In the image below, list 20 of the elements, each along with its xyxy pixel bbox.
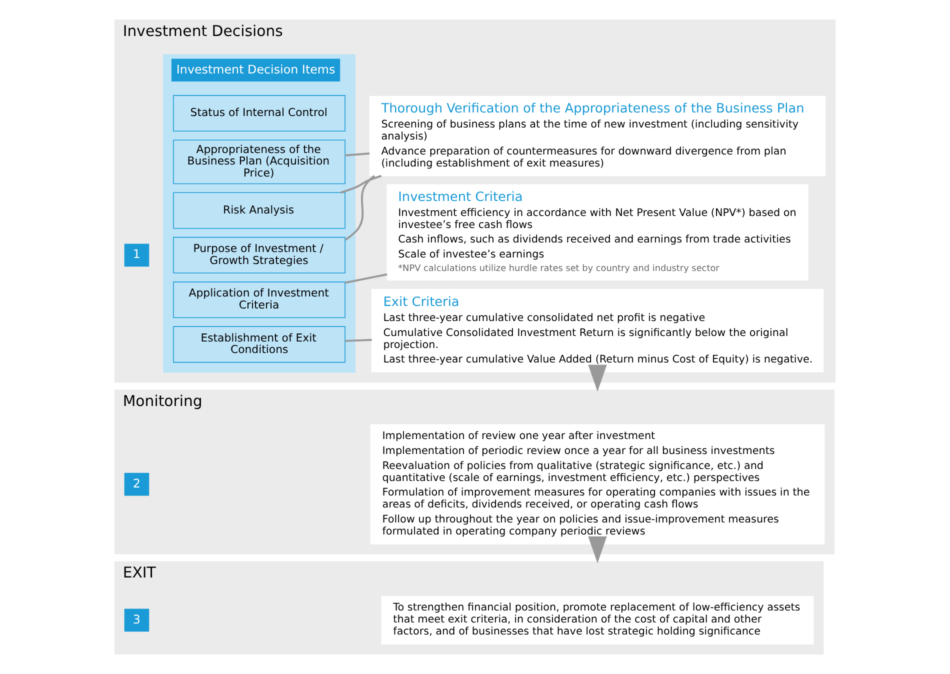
node-box: Risk Analysis bbox=[173, 192, 346, 229]
node-box: 1 bbox=[124, 244, 150, 267]
connector bbox=[344, 273, 388, 284]
node-box: Status of Internal Control bbox=[173, 95, 346, 132]
node-box: Appropriateness of the Business Plan (Acquisition Price) bbox=[173, 140, 346, 184]
arrow bbox=[588, 536, 607, 564]
connector bbox=[345, 152, 370, 156]
node-box: Application of Investment Criteria bbox=[173, 282, 346, 318]
connector bbox=[345, 338, 372, 342]
node-box: Thorough Verification of the Appropriateness of the Business Plan Screening of business plans at the time of new investment (including sensitivity analysis) Advance preparation of countermeasures for downward divergence from plan (including establishment of exit measures) bbox=[369, 96, 826, 176]
node-box: 2 bbox=[124, 472, 150, 496]
node-box: 3 bbox=[124, 608, 150, 632]
node-box: Implementation of review one year after investment Implementation of periodic review once a year for all business investments Reevaluation of policies from qualitative (strategic significance, etc.) and quantitative (scale of earnings, investment efficiency, etc.) perspectives Formulation of improvement measures for operating companies with issues in the areas of deficits, dividends received, or operating cash flows Follow up throughout the year on policies and issue-improvement measures formulated in operating company periodic reviews bbox=[370, 424, 825, 544]
node-box: Purpose of Investment / Growth Strategies bbox=[173, 236, 346, 274]
node-box: Exit Criteria Last three-year cumulative consolidated net profit is negative Cumulative Consolidated Investment Return is significantly below the original projection. Last three-year cumulative Value Added (Return minus Cost of Equity) is negative. bbox=[371, 288, 824, 372]
arrow bbox=[588, 364, 607, 392]
connector bbox=[340, 174, 382, 194]
connector bbox=[344, 175, 375, 241]
node-box: Establishment of Exit Conditions bbox=[173, 326, 346, 363]
node-box: Investment Criteria Investment efficiency in accordance with Net Present Value (NPV*) based on investee’s free cash flows Cash inflows, such as dividends received and earnings from trade activities Scale of investee’s earnings *NPV calculations utilize hurdle rates set by country and industry sector bbox=[386, 184, 808, 280]
